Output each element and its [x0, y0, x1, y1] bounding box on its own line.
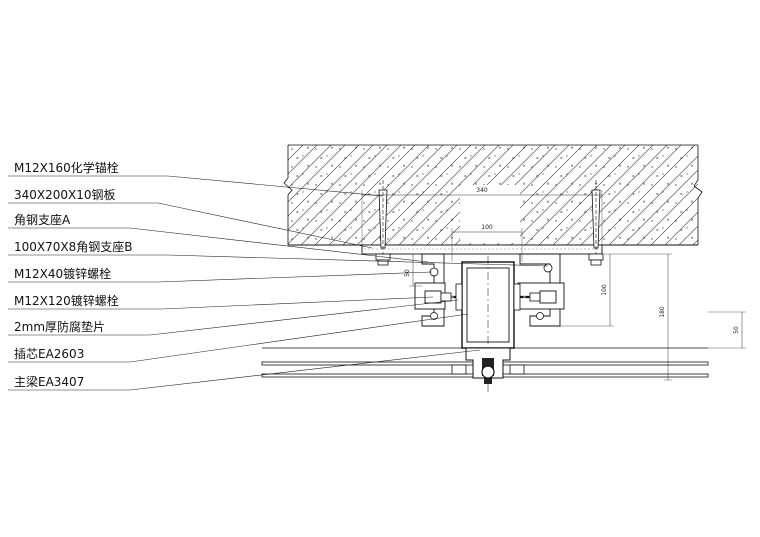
dimension-angle-width: 100: [451, 224, 523, 262]
dimension-angle-height-right: 100: [560, 254, 614, 327]
label-main-beam: 主梁EA3407: [14, 374, 84, 389]
leader-lines: [8, 175, 549, 391]
label-chemical-anchor: M12X160化学锚栓: [14, 160, 119, 175]
angle-support-a: [414, 253, 446, 327]
label-m12x120-bolt: M12X120镀锌螺栓: [14, 293, 119, 308]
label-anticorrosion-gasket: 2mm厚防腐垫片: [14, 319, 105, 334]
glazing-cap: [261, 347, 709, 384]
label-angle-support-a: 角钢支座A: [14, 212, 71, 227]
steel-plate: [361, 244, 603, 255]
main-beam-section: [455, 256, 521, 392]
label-list: M12X160化学锚栓 340X200X10钢板 角钢支座A 100X70X8角…: [14, 160, 132, 389]
dimension-total-depth: 180: [604, 253, 672, 381]
chemical-anchor-right: [588, 180, 604, 266]
angle-support-b: [517, 253, 565, 327]
label-m12x40-bolt: M12X40镀锌螺栓: [14, 266, 111, 281]
dimension-offset: 50: [708, 311, 746, 349]
dimension-angle-height-left: 50: [404, 253, 422, 287]
dimension-plate-width: 340: [361, 187, 603, 245]
dim-plate-width: 340: [476, 187, 488, 194]
dim-total-depth: 180: [659, 306, 666, 318]
dim-angle-height-right: 100: [601, 284, 608, 296]
label-steel-plate: 340X200X10钢板: [14, 188, 116, 202]
label-insert-core: 插芯EA2603: [14, 347, 84, 361]
dim-offset: 50: [733, 326, 740, 334]
label-angle-support-b: 100X70X8角钢支座B: [14, 239, 132, 254]
dim-angle-width: 100: [481, 224, 493, 231]
